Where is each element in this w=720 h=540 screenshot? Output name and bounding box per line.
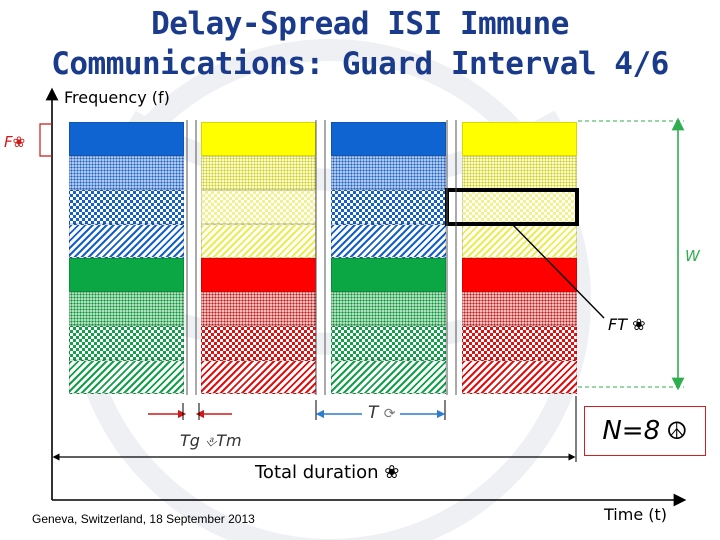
- t-symbol-icon: ⟳: [383, 406, 396, 422]
- ft-label: FT ❀: [608, 315, 645, 334]
- subcarrier-cell: [331, 224, 446, 258]
- subcarrier-cell: [462, 156, 577, 190]
- subcarrier-cell: [69, 190, 184, 224]
- subcarrier-cell: [69, 258, 184, 292]
- tm-text: Tm: [216, 431, 242, 450]
- subcarrier-cell: [331, 190, 446, 224]
- subcarrier-cell: [69, 224, 184, 258]
- t-label: T ⟳: [368, 403, 396, 423]
- total-duration-text: Total duration: [255, 462, 379, 483]
- plus-symbol-icon: ⎀: [205, 434, 217, 450]
- subcarrier-cell: [331, 156, 446, 190]
- subcarrier-cell: [331, 360, 446, 394]
- n-equals-box: N=8 ☮: [584, 406, 706, 456]
- w-label: W: [685, 247, 700, 265]
- subcarrier-cell: [462, 190, 577, 224]
- subcarrier-cell: [331, 292, 446, 326]
- slide-title: Delay-Spread ISI Immune Communications: …: [0, 4, 720, 84]
- delta-symbol-icon: ❀: [12, 133, 26, 151]
- y-axis-label: Frequency (f): [64, 88, 170, 107]
- delta-f-label: F❀: [4, 133, 25, 151]
- subcarrier-cell: [201, 190, 316, 224]
- slide-title-line1: Delay-Spread ISI Immune: [151, 6, 569, 42]
- subcarrier-cell: [462, 326, 577, 360]
- subcarrier-cell: [69, 156, 184, 190]
- subcarrier-cell: [201, 292, 316, 326]
- subcarrier-cell: [201, 360, 316, 394]
- subcarrier-cell: [462, 122, 577, 156]
- subcarrier-cell: [331, 258, 446, 292]
- w-text: W: [685, 247, 700, 265]
- subcarrier-cell: [69, 360, 184, 394]
- subcarrier-cell: [201, 258, 316, 292]
- subcarrier-cell: [462, 360, 577, 394]
- ft-symbol-icon: ❀: [632, 315, 646, 334]
- x-axis-label-text: Time (t): [604, 505, 667, 524]
- total-duration-label: Total duration ❀: [255, 462, 399, 483]
- tg-text: Tg: [180, 431, 200, 450]
- subcarrier-cell: [331, 122, 446, 156]
- subcarrier-cell: [69, 326, 184, 360]
- t-text: T: [368, 403, 379, 423]
- subcarrier-cell: [462, 258, 577, 292]
- footer-text: Geneva, Switzerland, 18 September 2013: [32, 512, 255, 526]
- subcarrier-cell: [201, 122, 316, 156]
- subcarrier-cell: [201, 156, 316, 190]
- tg-tm-label: Tg ⎀Tm: [180, 431, 242, 450]
- subcarrier-cell: [69, 122, 184, 156]
- x-axis-label: Time (t): [604, 505, 667, 524]
- subcarrier-cell: [331, 326, 446, 360]
- subcarrier-cell: [201, 326, 316, 360]
- subcarrier-cell: [69, 292, 184, 326]
- slide-title-line2: Communications: Guard Interval 4/6: [51, 46, 669, 82]
- footer-location-date: Geneva, Switzerland, 18 September 2013: [32, 512, 255, 526]
- subcarrier-cell: [462, 292, 577, 326]
- ft-text: FT: [608, 315, 627, 334]
- n-symbol-icon: ☮: [666, 417, 688, 445]
- total-duration-symbol-icon: ❀: [384, 462, 400, 483]
- n-equals-text: N=8: [602, 416, 661, 446]
- y-axis-label-text: Frequency (f): [64, 88, 170, 107]
- delta-f-text: F: [4, 133, 13, 151]
